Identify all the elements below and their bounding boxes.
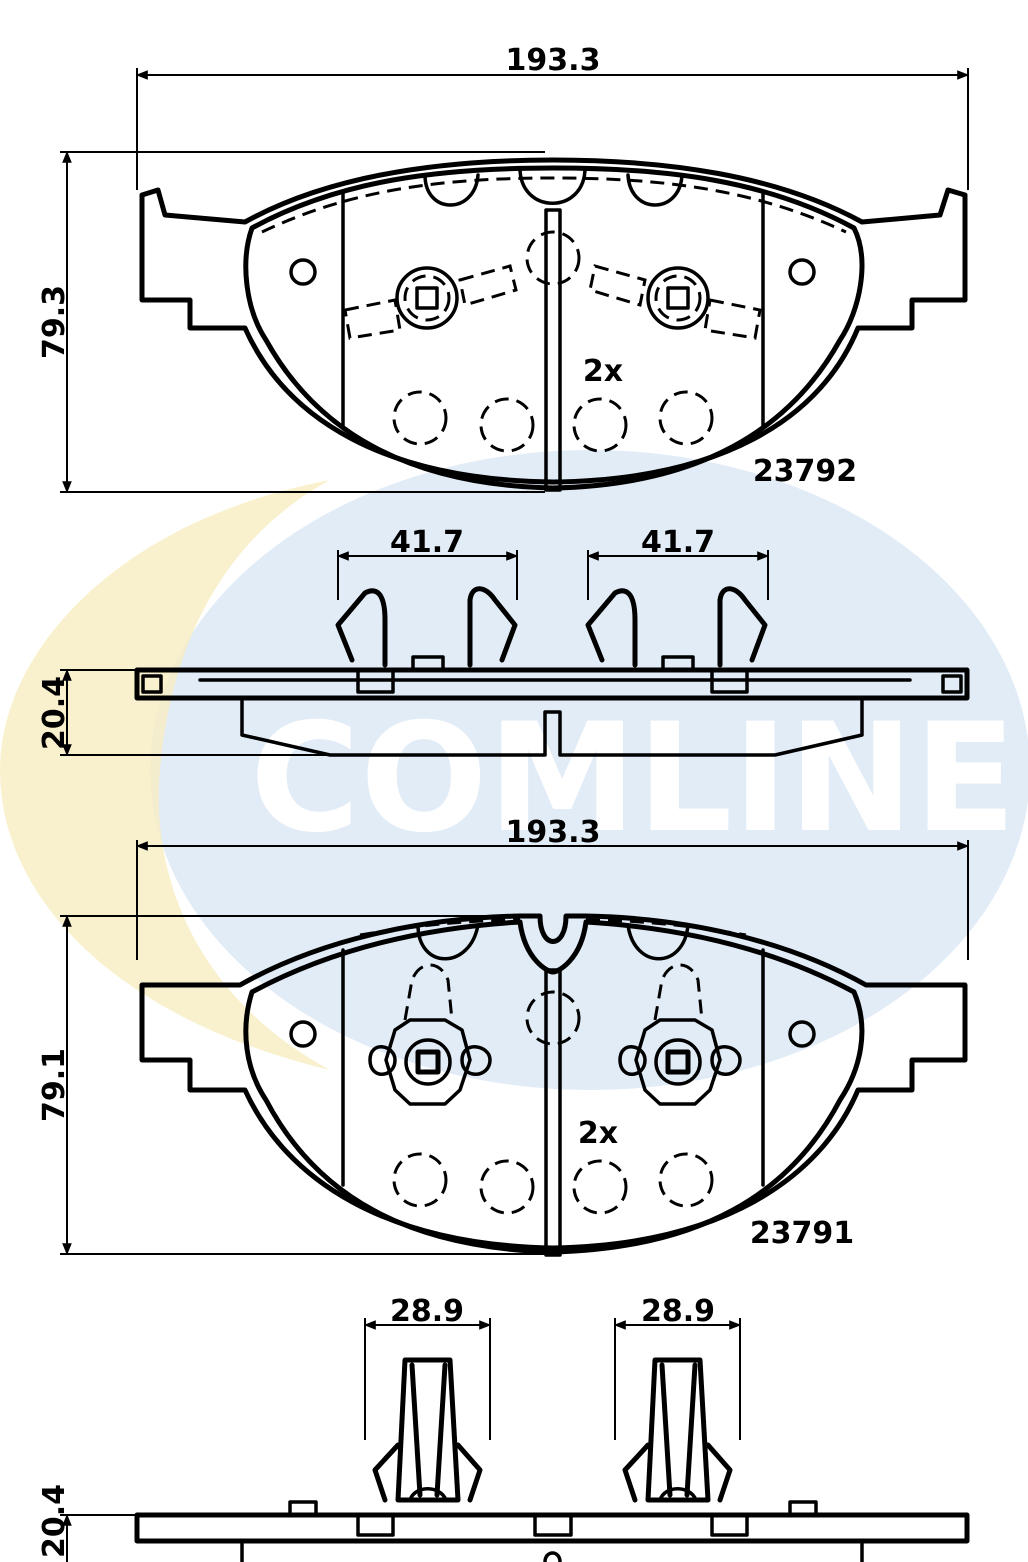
pad-top-quantity-label: 2x (583, 354, 623, 389)
watermark-blue-ellipse (150, 450, 1028, 1090)
pad-bottom-clip-left (368, 963, 492, 1106)
pad-top-clip-left (343, 264, 518, 340)
pad-bottom-friction-inner-dashed (359, 918, 747, 937)
pad-bottom-clip-left-label: 28.9 (390, 1294, 464, 1329)
pad-bottom-piston-3 (572, 1159, 628, 1215)
pad-bottom-width-label: 193.3 (506, 815, 601, 850)
pad-top-friction-lining (243, 165, 865, 491)
pad-bottom-center-slot (544, 968, 562, 1257)
pad-top-center-slot (544, 208, 562, 492)
pad-top-friction-side (240, 696, 864, 757)
pad-top-part-number: 23792 (753, 454, 857, 489)
pad-top-center-dashed-circle (525, 230, 581, 286)
pad-bottom-piston-4 (658, 1152, 714, 1208)
pad-top-width-label: 193.3 (506, 43, 601, 78)
pad-top-spring-clip-right-b (717, 586, 768, 668)
pad-bottom-front-view: 193.3 79.1 (37, 815, 970, 1257)
pad-top-hole-left (289, 258, 317, 286)
pad-top-piston-2 (479, 397, 535, 453)
pad-top-hole-right (788, 258, 816, 286)
pad-bottom-clip-right (618, 963, 742, 1106)
pad-top-clip-left-label: 41.7 (390, 525, 464, 560)
pad-top-side-view: 41.7 41.7 20.4 (37, 525, 970, 757)
comline-watermark: COMLINE (0, 450, 1028, 1090)
pad-bottom-spring-clip-left (372, 1357, 483, 1503)
pad-bottom-part-number: 23791 (750, 1216, 854, 1251)
pad-bottom-piston-2 (479, 1159, 535, 1215)
pad-top-clip-right (588, 264, 762, 340)
pad-top-thickness-label: 20.4 (37, 676, 72, 750)
watermark-yellow-crescent (0, 480, 330, 1070)
pad-bottom-center-dashed-circle (525, 990, 581, 1046)
pad-top-height-label: 79.3 (37, 285, 72, 359)
pad-bottom-hole-right (788, 1020, 816, 1048)
pad-bottom-friction-lining (243, 919, 865, 1255)
pad-top-notch-right (626, 173, 684, 207)
pad-top-spring-clip-right (585, 588, 638, 668)
pad-top-notch-left (423, 173, 480, 207)
pad-bottom-clip-right-label: 28.9 (641, 1294, 715, 1329)
pad-bottom-spring-clip-right (622, 1357, 733, 1503)
pad-bottom-thickness-label: 20.4 (37, 1484, 72, 1558)
pad-top-piston-1 (392, 390, 448, 446)
pad-bottom-piston-1 (392, 1152, 448, 1208)
pad-top-backing-plate-side (134, 667, 970, 701)
pad-bottom-height-label: 79.1 (37, 1048, 72, 1122)
pad-bottom-quantity-label: 2x (578, 1116, 618, 1151)
pad-top-front-view: 193.3 79.3 (37, 43, 970, 494)
pad-top-clip-right-label: 41.7 (641, 525, 715, 560)
pad-top-piston-4 (658, 390, 714, 446)
pad-bottom-backing-plate-side (134, 1512, 970, 1544)
pad-top-spring-clip-left (335, 588, 388, 668)
watermark-brand-text: COMLINE (250, 692, 1016, 866)
pad-top-spring-clip-left-b (467, 586, 518, 668)
pad-bottom-hole-left (289, 1020, 317, 1048)
pad-bottom-side-view: 28.9 28.9 20.4 (37, 1294, 970, 1562)
pad-top-notch-center (518, 166, 587, 205)
pad-top-friction-inner-dashed (261, 176, 847, 234)
pad-top-piston-3 (572, 397, 628, 453)
